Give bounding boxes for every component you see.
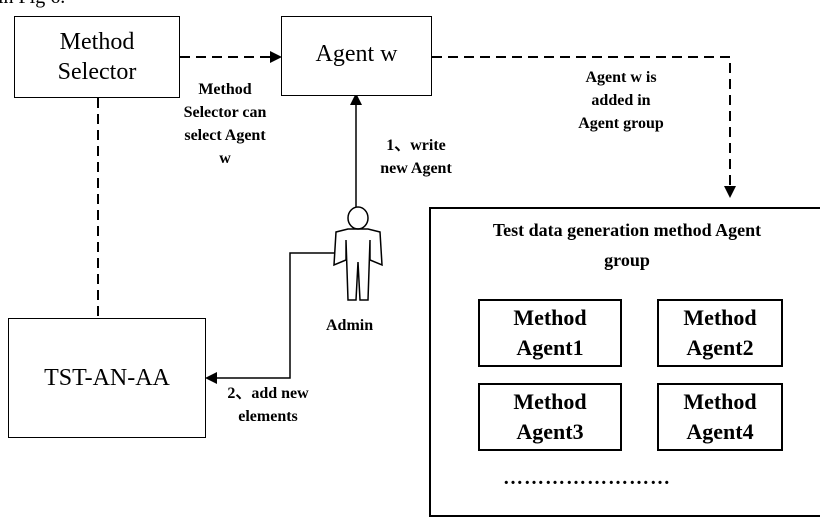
agent-group-container: Test data generation method Agent group … xyxy=(429,207,820,517)
method-agent-1-label: Method Agent1 xyxy=(513,305,587,360)
method-selector-box[interactable]: Method Selector xyxy=(14,16,180,98)
method-agent-3-box[interactable]: Method Agent3 xyxy=(478,383,622,451)
agent-group-title: Test data generation method Agent group xyxy=(492,220,762,270)
caption-fragment: in Fig 6. xyxy=(0,0,65,9)
admin-figure-icon xyxy=(333,206,383,301)
agent-w-box[interactable]: Agent w xyxy=(281,16,432,96)
agent-w-label: Agent w xyxy=(315,41,398,67)
tst-an-aa-box[interactable]: TST-AN-AA xyxy=(8,318,206,438)
method-agent-2-box[interactable]: Method Agent2 xyxy=(657,299,783,367)
method-agent-1-box[interactable]: Method Agent1 xyxy=(478,299,622,367)
method-agent-4-label: Method Agent4 xyxy=(683,389,757,444)
agent-group-ellipsis: …………………… xyxy=(503,467,671,489)
add-new-elements-label: 2、add new elements xyxy=(227,385,309,425)
agent-added-label: Agent w is added in Agent group xyxy=(578,69,664,132)
method-agent-2-label: Method Agent2 xyxy=(683,305,757,360)
tst-an-aa-label: TST-AN-AA xyxy=(44,365,170,391)
selector-can-select-label: Method Selector can select Agent w xyxy=(183,81,267,167)
admin-to-tst-arrow xyxy=(205,252,334,384)
method-agent-3-label: Method Agent3 xyxy=(513,389,587,444)
agent-to-group-arrow xyxy=(432,56,736,198)
method-agent-4-box[interactable]: Method Agent4 xyxy=(657,383,783,451)
method-selector-label: Method Selector xyxy=(57,29,137,85)
write-new-agent-label: 1、write new Agent xyxy=(380,137,452,177)
admin-label: Admin xyxy=(326,317,374,334)
connectors-layer xyxy=(97,51,736,384)
